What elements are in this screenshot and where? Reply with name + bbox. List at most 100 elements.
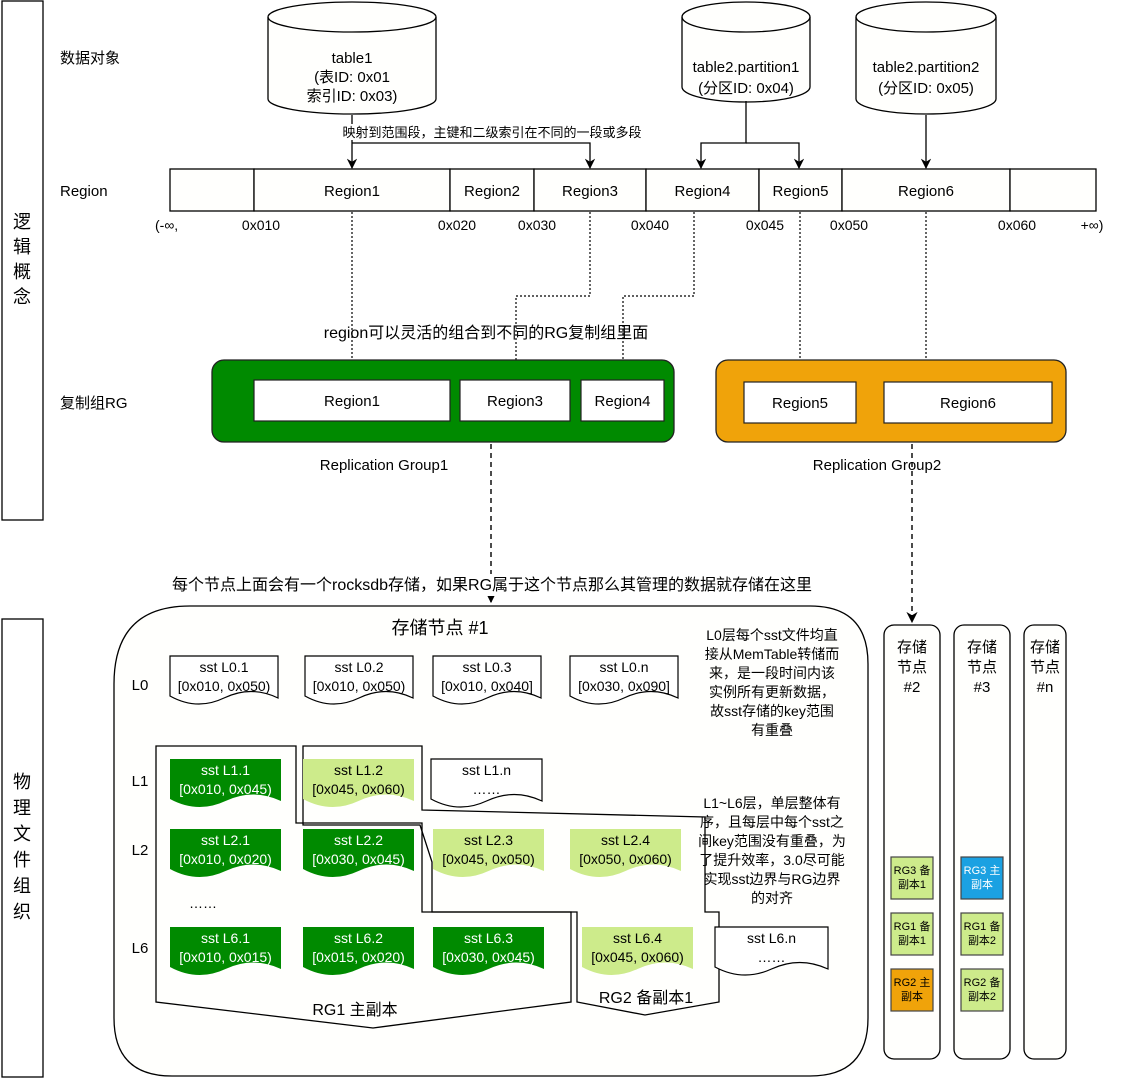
replica-label: 副本 [901, 989, 923, 1003]
sst-file: sst L0.3[0x010, 0x040] [432, 655, 542, 705]
sst-file: sst L1.n…… [430, 758, 543, 808]
region-cell-label: Region3 [562, 183, 618, 200]
data-object-cylinder: table2.partition1(分区ID: 0x04) [681, 1, 811, 103]
data-object-label: 索引ID: 0x03) [307, 88, 398, 105]
replica-label: 副本2 [968, 989, 996, 1003]
mapping-connectors [346, 101, 932, 170]
sst-file: sst L6.1 [0x010, 0x015) [170, 927, 281, 976]
sst-file: sst L0.n [0x030, 0x090] [569, 655, 679, 705]
sst-range: [0x010, 0x050) [313, 678, 406, 694]
sst-name: sst L2.4 [601, 832, 650, 848]
sst-file: sst L6.4 [0x045, 0x060) [582, 927, 693, 976]
rg1-primary-label: RG1 主副本 [312, 1001, 397, 1019]
replica-label: 副本 [971, 877, 993, 891]
note-l1-l6-line: L1~L6层，单层整体有 [703, 795, 840, 811]
storage-node-title: #3 [974, 679, 991, 696]
sst-name: sst L1.2 [334, 762, 383, 778]
replica-box [890, 912, 934, 956]
sst-name: sst L6.1 [201, 930, 250, 946]
sst-range: [0x045, 0x060) [591, 949, 684, 965]
replica-box [890, 968, 934, 1012]
row-label-data-objects: 数据对象 [60, 50, 120, 67]
region-boundary-label: 0x030 [518, 217, 556, 233]
sst-name: sst L6.4 [613, 930, 662, 946]
section-logical-char: 逻 [13, 212, 31, 232]
rg-region-label: Region6 [940, 395, 996, 412]
region-cell: Region1 [253, 168, 451, 212]
region-note: region可以灵活的组合到不同的RG复制组里面 [324, 324, 648, 342]
row-label-region: Region [60, 183, 108, 200]
rg-region-label: Region4 [595, 393, 651, 410]
section-physical-char: 件 [13, 850, 31, 870]
replica-box [960, 968, 1004, 1012]
sst-name: sst L0.n [599, 659, 648, 675]
replica-label: RG1 备 [964, 919, 1001, 933]
storage-node-title: #n [1037, 679, 1054, 696]
data-object-label: table2.partition2 [873, 59, 980, 76]
level-label-l0: L0 [132, 677, 149, 694]
data-object-cylinder: table2.partition2(分区ID: 0x05) [855, 1, 997, 115]
sst-file: sst L2.4[0x050, 0x060) [570, 829, 681, 878]
replica-label: 副本1 [898, 877, 926, 891]
replica-label: RG2 备 [964, 975, 1001, 989]
data-object-label: table1 [332, 50, 373, 67]
data-object-label: (分区ID: 0x04) [698, 80, 794, 97]
sst-name: sst L1.1 [201, 762, 250, 778]
replica-box [960, 912, 1004, 956]
replica-label: RG3 主 [964, 864, 1001, 877]
sst-name: sst L0.2 [334, 659, 383, 675]
sst-name: sst L6.3 [464, 930, 513, 946]
sst-range: [0x015, 0x020) [312, 949, 405, 965]
sst-range: [0x010, 0x050) [178, 678, 271, 694]
storage-node-title: 存储 [967, 639, 997, 656]
note-l0-line: L0层每个sst文件均直 [706, 627, 837, 643]
section-physical-char: 组 [13, 876, 31, 896]
region-cell: Region4 [645, 168, 760, 212]
sst-name: sst L2.2 [334, 832, 383, 848]
sst-name: sst L0.3 [462, 659, 511, 675]
sst-name: sst L2.1 [201, 832, 250, 848]
level-label-l6: L6 [132, 940, 149, 957]
replica-label: RG2 主 [894, 976, 931, 989]
sst-range: [0x010, 0x020) [179, 851, 272, 867]
rg-region-label: Region3 [487, 393, 543, 410]
sst-file: sst L0.2 [0x010, 0x050) [304, 655, 414, 705]
sst-file: sst L0.1 [0x010, 0x050) [169, 655, 279, 705]
region-boundary-label: (-∞, [155, 217, 178, 233]
section-logical: 逻 辑 概 念 [1, 0, 44, 521]
data-object-label: (表ID: 0x01 [314, 69, 390, 86]
rg-region-box [459, 379, 571, 422]
sst-name: sst L0.1 [199, 659, 248, 675]
section-physical-char: 理 [13, 798, 31, 818]
rg-region-box [743, 381, 857, 424]
rg-region-box [883, 381, 1053, 424]
sst-file: sst L2.3[0x045, 0x050) [433, 829, 544, 878]
region-cell-label: Region4 [675, 183, 731, 200]
note-l0-line: 实例所有更新数据， [709, 684, 835, 700]
mapping-note: 映射到范围段，主键和二级索引在不同的一段或多段 [342, 125, 641, 140]
note-l1-l6-line: 序，且每层中每个sst之 [700, 814, 844, 830]
sst-range: [0x030, 0x045) [442, 949, 535, 965]
region-to-rg-connectors [347, 212, 931, 379]
replica-box [960, 856, 1004, 900]
region-cell: Region3 [533, 168, 647, 212]
sst-range: …… [758, 949, 786, 965]
storage-node-title: 节点 [967, 659, 997, 676]
level-ellipsis: …… [189, 895, 217, 911]
section-logical-char: 概 [13, 262, 31, 282]
region-cell: Region2 [449, 168, 535, 212]
row-label-rg: 复制组RG [60, 394, 128, 412]
storage-node-title: 节点 [1030, 659, 1060, 676]
sst-file: sst L2.2[0x030, 0x045) [303, 829, 414, 878]
note-l0-line: 故sst存储的key范围 [710, 703, 834, 719]
sst-file: sst L6.2[0x015, 0x020) [303, 927, 414, 976]
sst-range: [0x030, 0x090] [578, 678, 670, 694]
sst-range: [0x010, 0x015) [179, 949, 272, 965]
storage-note: 每个节点上面会有一个rocksdb存储，如果RG属于这个节点那么其管理的数据就存… [172, 576, 812, 594]
section-logical-char: 辑 [13, 237, 31, 257]
storage-node-1-title: 存储节点 #1 [391, 618, 488, 638]
region-boundary-label: 0x060 [998, 217, 1036, 233]
